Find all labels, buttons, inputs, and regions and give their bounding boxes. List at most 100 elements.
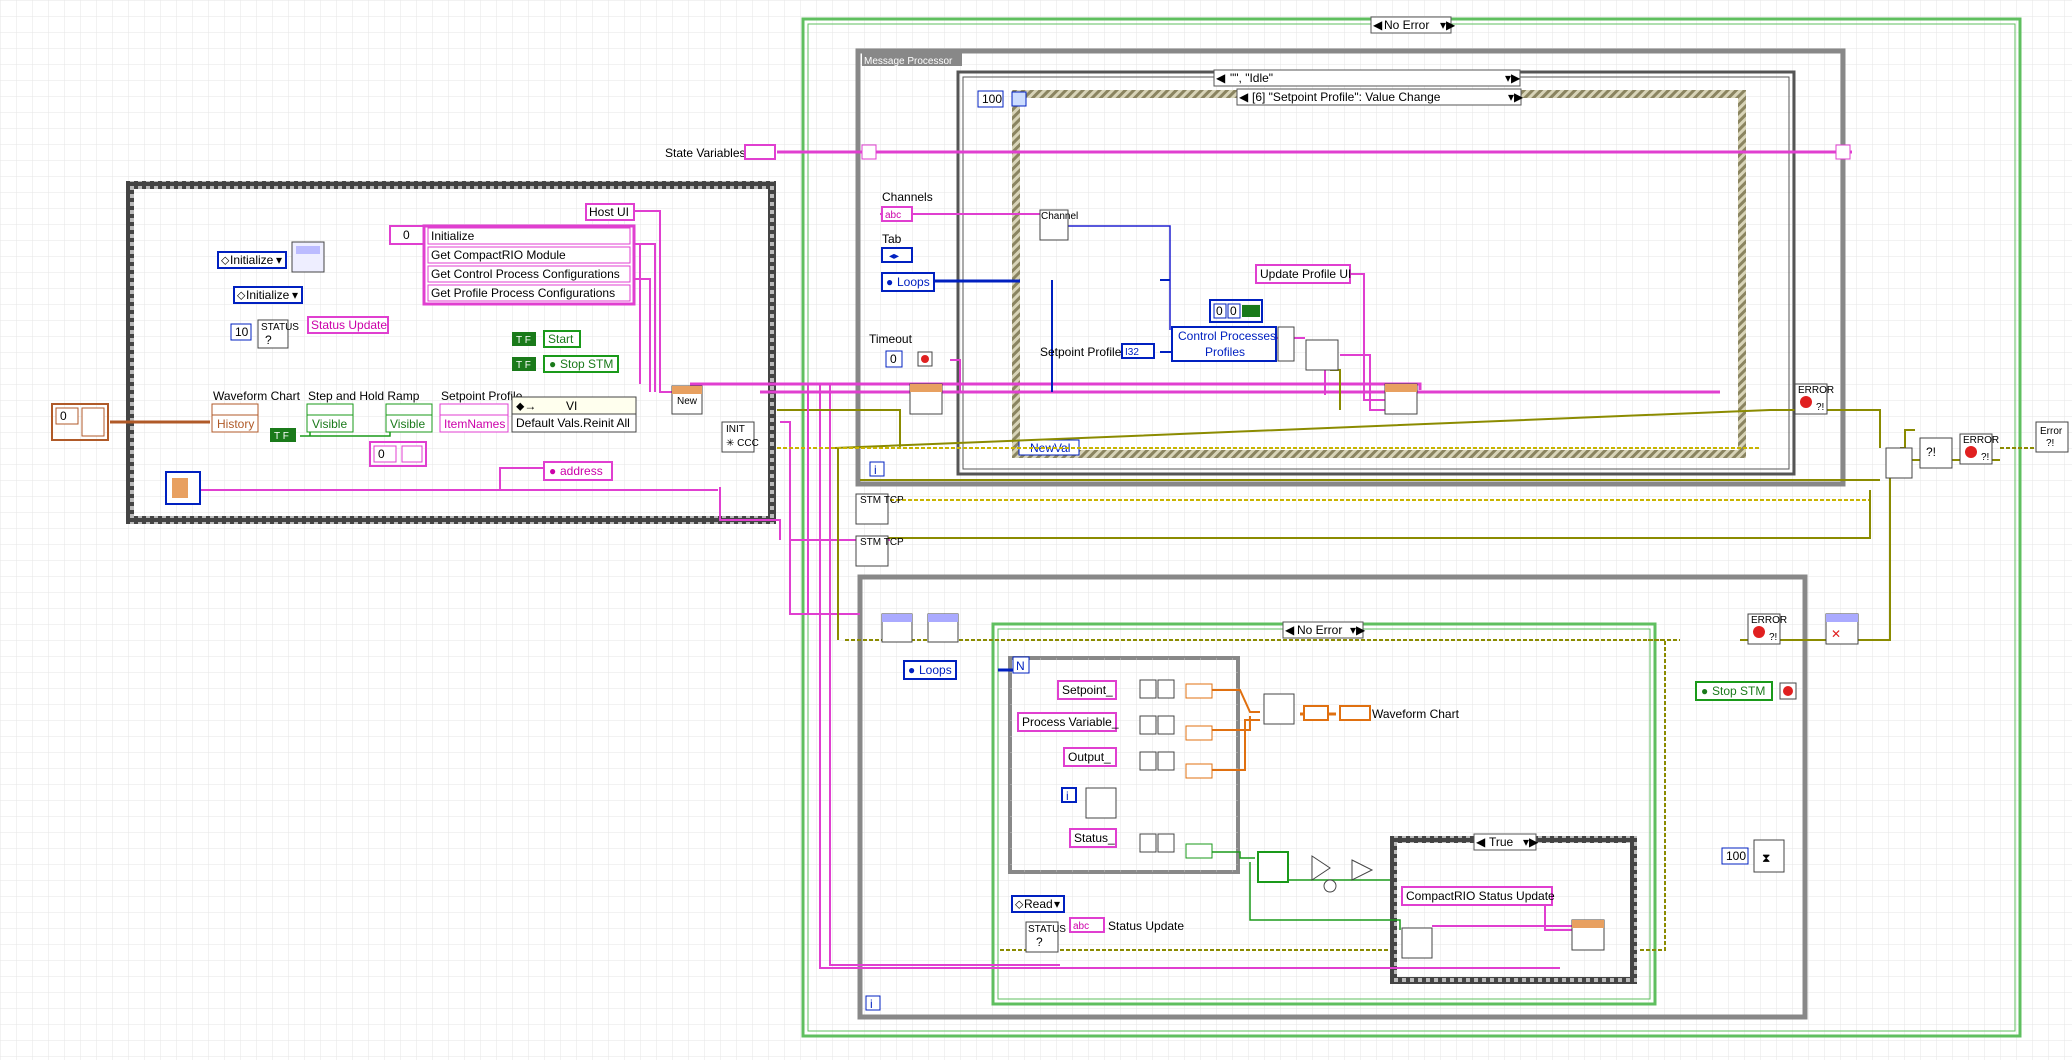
message-processor-loop[interactable]: Message Processor bbox=[855, 48, 1846, 487]
new-node[interactable]: New bbox=[671, 385, 703, 415]
status-constant[interactable]: 10 bbox=[230, 323, 252, 341]
left-array-constant[interactable]: 0 bbox=[51, 403, 109, 441]
svg-text:0: 0 bbox=[1216, 304, 1223, 318]
svg-text:Start: Start bbox=[548, 332, 574, 346]
event-case-selector[interactable]: [6] "Setpoint Profile": Value Change bbox=[1252, 90, 1441, 104]
svg-text:●: ● bbox=[549, 464, 556, 478]
process-variable-string[interactable]: Process Variable_ bbox=[1017, 712, 1119, 732]
format-node[interactable] bbox=[1085, 787, 1117, 819]
status-read-node[interactable]: STATUS ? bbox=[1025, 921, 1066, 953]
merge-errors-node[interactable] bbox=[1885, 447, 1913, 479]
svg-text:Channel: Channel bbox=[1041, 211, 1078, 222]
outer-case-selector[interactable]: ◀ No Error ▾▶ bbox=[1370, 16, 1456, 34]
svg-text:Status_: Status_ bbox=[1074, 831, 1115, 845]
comparison-nodes[interactable] bbox=[1257, 851, 1374, 893]
step-hold-ramp-node[interactable]: Visible bbox=[306, 403, 354, 433]
concat-node-output[interactable] bbox=[1139, 751, 1213, 779]
bundle-node-bottom[interactable] bbox=[1401, 927, 1433, 959]
ccc-node-2[interactable] bbox=[927, 613, 959, 643]
concat-node-status[interactable] bbox=[1139, 833, 1213, 859]
chart-node[interactable] bbox=[1303, 705, 1371, 721]
enqueue-node-event[interactable] bbox=[1384, 383, 1418, 415]
default-values-node[interactable]: ⬥→ VI Default Vals.Reinit All bbox=[511, 396, 637, 433]
state-variables-control[interactable] bbox=[744, 144, 776, 160]
message-array[interactable]: Initialize Get CompactRIO Module Get Con… bbox=[422, 224, 636, 306]
error-node-right[interactable]: ERROR ?! bbox=[1959, 433, 1999, 465]
svg-text:Loops: Loops bbox=[897, 275, 930, 289]
bottom-case-selector[interactable]: No Error bbox=[1297, 623, 1342, 637]
array-constant-event[interactable]: 0 0 bbox=[1209, 299, 1263, 323]
setpoint-profile-control[interactable]: I32 bbox=[1121, 343, 1155, 359]
svg-text:0: 0 bbox=[1230, 304, 1237, 318]
wires bbox=[110, 150, 2040, 969]
svg-text:0: 0 bbox=[403, 228, 410, 242]
error-out-indicator[interactable]: Error ?! bbox=[2035, 421, 2069, 453]
enqueue-node-bottom[interactable] bbox=[1571, 919, 1605, 951]
svg-text:Setpoint_: Setpoint_ bbox=[1062, 683, 1113, 697]
update-profile-ui-string[interactable]: Update Profile UI bbox=[1255, 264, 1351, 284]
concat-node-pv[interactable] bbox=[1139, 715, 1213, 741]
bottom-case-structure[interactable]: ◀ No Error ▾▶ bbox=[991, 621, 1657, 1006]
address-indicator[interactable]: ● address bbox=[543, 461, 613, 481]
visible-node-2[interactable]: Visible bbox=[385, 403, 433, 433]
ccc-node-1[interactable] bbox=[881, 613, 913, 643]
waveform-chart-node[interactable]: History bbox=[211, 403, 259, 433]
svg-text:New: New bbox=[677, 396, 698, 407]
enqueue-message-node-1[interactable] bbox=[291, 241, 325, 273]
bottom-while-loop[interactable] bbox=[857, 574, 1808, 1020]
svg-text:T F: T F bbox=[516, 360, 531, 371]
reference-node[interactable] bbox=[165, 471, 201, 505]
svg-text:i: i bbox=[1066, 789, 1069, 803]
tab-control[interactable]: ◂▸ bbox=[881, 247, 913, 263]
svg-text:◀: ◀ bbox=[1285, 623, 1295, 637]
error-node-bottom[interactable]: ERROR ?! bbox=[1747, 613, 1787, 645]
event-structure[interactable]: ◀ [6] "Setpoint Profile": Value Change ▾… bbox=[1012, 88, 1746, 458]
svg-text:STATUS: STATUS bbox=[261, 322, 299, 333]
dequeue-node[interactable] bbox=[909, 383, 943, 415]
true-case-structure[interactable]: ◀ True ▾▶ bbox=[1390, 833, 1637, 984]
output-string[interactable]: Output_ bbox=[1063, 747, 1117, 767]
bundle-node[interactable] bbox=[1305, 339, 1339, 371]
stop-stm-indicator-1[interactable]: T F ● Stop STM bbox=[512, 355, 619, 373]
status-update-string[interactable]: Status Update bbox=[307, 316, 389, 334]
ccc-close-node[interactable]: ✕ bbox=[1825, 613, 1859, 645]
setpoint-string[interactable]: Setpoint_ bbox=[1057, 680, 1117, 700]
label-state-variables: State Variables bbox=[665, 146, 746, 160]
stm-tcp-node-2[interactable]: STM TCP bbox=[855, 535, 904, 567]
stm-tcp-node-1[interactable]: STM TCP bbox=[855, 493, 904, 525]
start-indicator[interactable]: T F Start bbox=[512, 330, 581, 348]
channel-node[interactable]: Channel bbox=[1039, 209, 1078, 241]
concat-node-setpoint[interactable] bbox=[1139, 679, 1213, 699]
svg-text:?: ? bbox=[265, 333, 272, 347]
wait-constant[interactable]: 100 bbox=[1721, 847, 1749, 865]
array-constant-2[interactable]: 0 bbox=[369, 441, 427, 467]
state-case-structure[interactable]: ◀ "", "Idle" ▾▶ bbox=[956, 69, 1796, 476]
read-enum[interactable]: ⬦ Read ▾ bbox=[1011, 895, 1065, 913]
timeout-constant[interactable]: 100 bbox=[977, 90, 1027, 108]
channels-control[interactable]: abc bbox=[881, 206, 913, 222]
true-case-selector[interactable]: True bbox=[1489, 835, 1514, 849]
status-node[interactable]: STATUS ? bbox=[257, 319, 299, 349]
handle-error-node[interactable]: ?! bbox=[1919, 437, 1953, 469]
error-node-top[interactable]: ERROR ?! bbox=[1794, 383, 1834, 415]
index-constant[interactable]: 0 bbox=[389, 225, 425, 245]
crio-status-update-string[interactable]: CompactRIO Status Update bbox=[1401, 886, 1555, 906]
svg-text:Control Processes: Control Processes bbox=[1178, 329, 1276, 343]
true-false-constant[interactable]: T F bbox=[270, 428, 296, 442]
loops-control-top[interactable]: ● Loops bbox=[881, 272, 935, 292]
initialize-enum-2[interactable]: ⬦ Initialize ▾ bbox=[233, 286, 303, 304]
init-ccc-node[interactable]: INIT ✳ CCC bbox=[721, 421, 759, 453]
loops-control-bottom[interactable]: ● Loops bbox=[903, 660, 957, 680]
state-case-selector[interactable]: "", "Idle" bbox=[1230, 71, 1273, 85]
control-processes-node[interactable]: Control Processes Profiles bbox=[1171, 326, 1295, 362]
status-update-indicator[interactable]: abc bbox=[1069, 917, 1105, 933]
status-string[interactable]: Status_ bbox=[1069, 828, 1117, 848]
host-ui-string[interactable]: Host UI bbox=[585, 203, 635, 221]
wait-node[interactable]: ⧗ bbox=[1753, 839, 1785, 873]
build-array-node[interactable] bbox=[1263, 693, 1295, 725]
svg-text:ERROR: ERROR bbox=[1963, 435, 1999, 446]
timeout-control[interactable]: 0 bbox=[885, 350, 933, 368]
initialize-enum-1[interactable]: ⬦ Initialize ▾ bbox=[217, 251, 287, 269]
item-names-node[interactable]: ItemNames bbox=[439, 403, 509, 433]
stop-stm-indicator-2[interactable]: ● Stop STM bbox=[1695, 681, 1797, 701]
